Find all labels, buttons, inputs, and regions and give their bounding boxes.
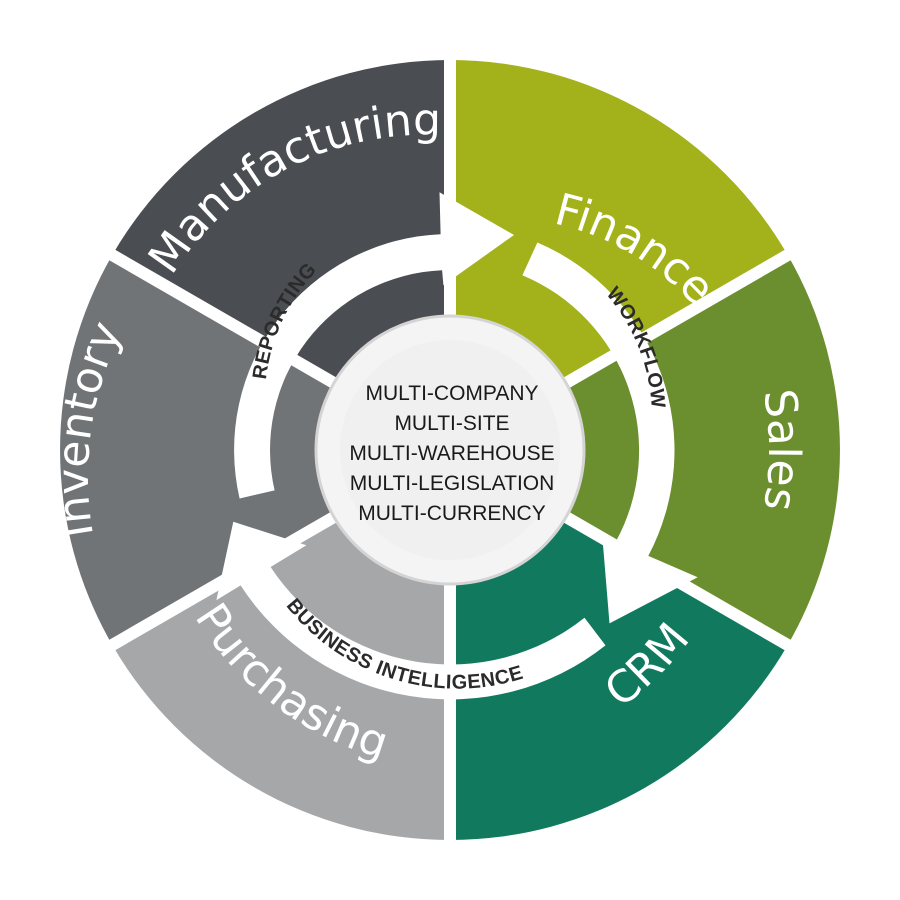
business-intelligence-arrow <box>216 521 606 700</box>
center-glow <box>340 340 560 560</box>
center-line-5: MULTI-CURRENCY <box>358 502 545 525</box>
center-line-4: MULTI-LEGISLATION <box>350 472 555 495</box>
center-hub: MULTI-COMPANY MULTI-SITE MULTI-WAREHOUSE… <box>314 314 586 586</box>
workflow-arrow <box>522 242 698 624</box>
center-line-2: MULTI-SITE <box>394 412 509 435</box>
center-line-3: MULTI-WAREHOUSE <box>349 442 554 465</box>
segment-label-sales: Sales <box>753 386 809 514</box>
center-line-1: MULTI-COMPANY <box>365 382 538 405</box>
reporting-arrow <box>234 192 515 499</box>
